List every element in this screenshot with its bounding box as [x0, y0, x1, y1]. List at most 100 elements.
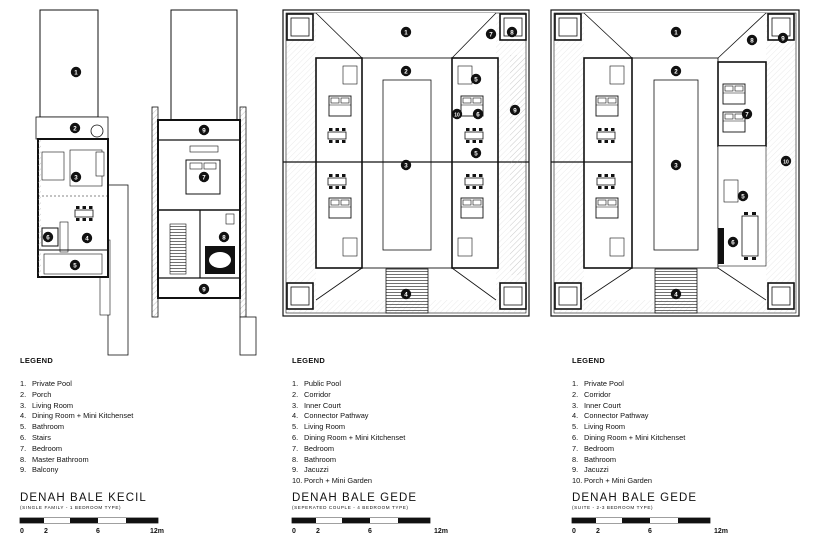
room-marker: 5 [69, 259, 81, 271]
legend-item-number: 4. [292, 411, 299, 421]
legend-item-label: Bathroom [32, 422, 65, 432]
room-marker-dot [42, 231, 54, 243]
legend-item-label: Corridor [584, 389, 611, 399]
legend-heading: LEGEND [572, 356, 606, 365]
room-marker: 8 [746, 34, 758, 46]
legend-item: 6.Stairs [20, 433, 270, 444]
legend-item-number: 6. [20, 432, 27, 442]
legend-item-label: Corridor [304, 389, 331, 399]
room-marker-dot [737, 190, 749, 202]
room-marker: 7 [198, 171, 210, 183]
room-marker: 2 [69, 122, 81, 134]
bale-kecil-ground-plan [35, 9, 129, 356]
room-marker: 5 [737, 190, 749, 202]
room-marker: 7 [741, 108, 753, 120]
legend-item: 4. Connector Pathway [572, 411, 820, 422]
legend-item: 2.Porch [20, 390, 270, 401]
legend-item-label: Porch + Mini Garden [584, 476, 652, 486]
room-marker-dot [746, 34, 758, 46]
legend-item: 7.Bedroom [20, 444, 270, 455]
room-marker-dot [509, 104, 521, 116]
room-marker-number: 8 [222, 234, 226, 241]
room-marker: 1 [70, 66, 82, 78]
scale-label-12m: 12m [434, 528, 449, 535]
room-marker-number: 7 [202, 174, 206, 181]
scale-label-12m: 12m [150, 528, 165, 535]
scale-bar-segment [292, 518, 316, 523]
legend-item-label: Private Pool [584, 379, 624, 388]
legend-item-label: Connector Pathway [584, 411, 649, 421]
legend-item-number: 5. [292, 422, 299, 432]
legend-item-label: Inner Court [584, 400, 621, 410]
legend-item-label: Jacuzzi [304, 465, 329, 475]
room-marker: 6 [472, 108, 484, 120]
room-marker-dot [218, 231, 230, 243]
legend-item: 9. Jacuzzi [292, 465, 542, 476]
room-marker-dot [198, 283, 210, 295]
room-marker: 2 [670, 65, 682, 77]
room-marker: 9 [509, 104, 521, 116]
room-marker-dot [670, 26, 682, 38]
room-marker: 1 [670, 26, 682, 38]
room-marker: 4 [400, 288, 412, 300]
plan-subtitle-bale-gede-couple: (SEPERATED COUPLE - 4 BEDROOM TYPE) [292, 505, 409, 510]
room-marker-number: 7 [745, 111, 749, 118]
legend-heading: LEGEND [292, 356, 326, 365]
room-marker: 3 [400, 159, 412, 171]
legend-item-label: Connector Pathway [304, 411, 369, 421]
legend-item: 9.Jacuzzi [572, 465, 820, 476]
scale-bars [19, 517, 711, 524]
legend-item-number: 6. [572, 432, 579, 442]
scale-label-6: 6 [368, 528, 372, 535]
scale-label-0: 0 [292, 528, 296, 535]
room-marker-number: 7 [489, 31, 493, 38]
legend-item-label: Porch [32, 389, 52, 399]
scale-label-12m: 12m [714, 528, 729, 535]
room-marker-number: 1 [404, 29, 408, 36]
scale-bar-segment [398, 518, 430, 523]
scale-bar-segment [650, 518, 678, 523]
room-marker: 9 [198, 124, 210, 136]
room-marker: 9 [777, 32, 789, 44]
room-marker-number: 9 [513, 107, 517, 114]
room-marker-dot [400, 26, 412, 38]
scale-bar-segment [370, 518, 398, 523]
room-marker-number: 2 [73, 125, 77, 132]
legend-item-number: 9. [292, 465, 299, 475]
room-marker: 4 [670, 288, 682, 300]
legend-item-number: 7. [572, 443, 579, 453]
legend-item-label: Bathroom [304, 454, 337, 464]
legend-item-number: 9. [572, 465, 579, 475]
room-marker: 4 [81, 232, 93, 244]
legend-item: 4.Dining Room + Mini Kitchenset [20, 411, 270, 422]
legend-item: 10.Porch + Mini Garden [572, 476, 820, 487]
room-marker-dot [69, 122, 81, 134]
plan-subtitle-bale-kecil: (SINGLE FAMILY - 1 BEDROOM TYPE) [20, 505, 122, 510]
legend-item-label: Living Room [304, 422, 346, 432]
room-marker-dot [451, 108, 463, 120]
legend-item-number: 4. [572, 411, 579, 421]
legend-item-number: 6. [292, 432, 299, 442]
legend-item-label: Dining Room + Mini Kitchenset [584, 432, 686, 442]
legend-item-number: 10. [572, 476, 583, 486]
room-marker-number: 3 [74, 174, 78, 181]
legend-item: 6. Dining Room + Mini Kitchenset [572, 433, 820, 444]
legend-item-number: 5. [572, 422, 579, 432]
legend-item: 5.Bathroom [20, 422, 270, 433]
plan-title-bale-gede-suite: DENAH BALE GEDE [572, 492, 698, 504]
legend-item: 6.Dining Room + Mini Kitchenset [292, 433, 542, 444]
legend-item: 5. Living Room [292, 422, 542, 433]
room-marker-number: 9 [781, 35, 785, 42]
legend-item-number: 1. [20, 379, 27, 388]
room-marker-number: 4 [85, 235, 89, 242]
room-marker-number: 4 [674, 291, 678, 298]
room-marker: 2 [400, 65, 412, 77]
scale-bar-segment [70, 518, 98, 523]
room-marker-dot [470, 73, 482, 85]
room-marker: 1 [400, 26, 412, 38]
room-marker-number: 4 [404, 291, 408, 298]
legend-item-number: 9. [20, 465, 27, 475]
